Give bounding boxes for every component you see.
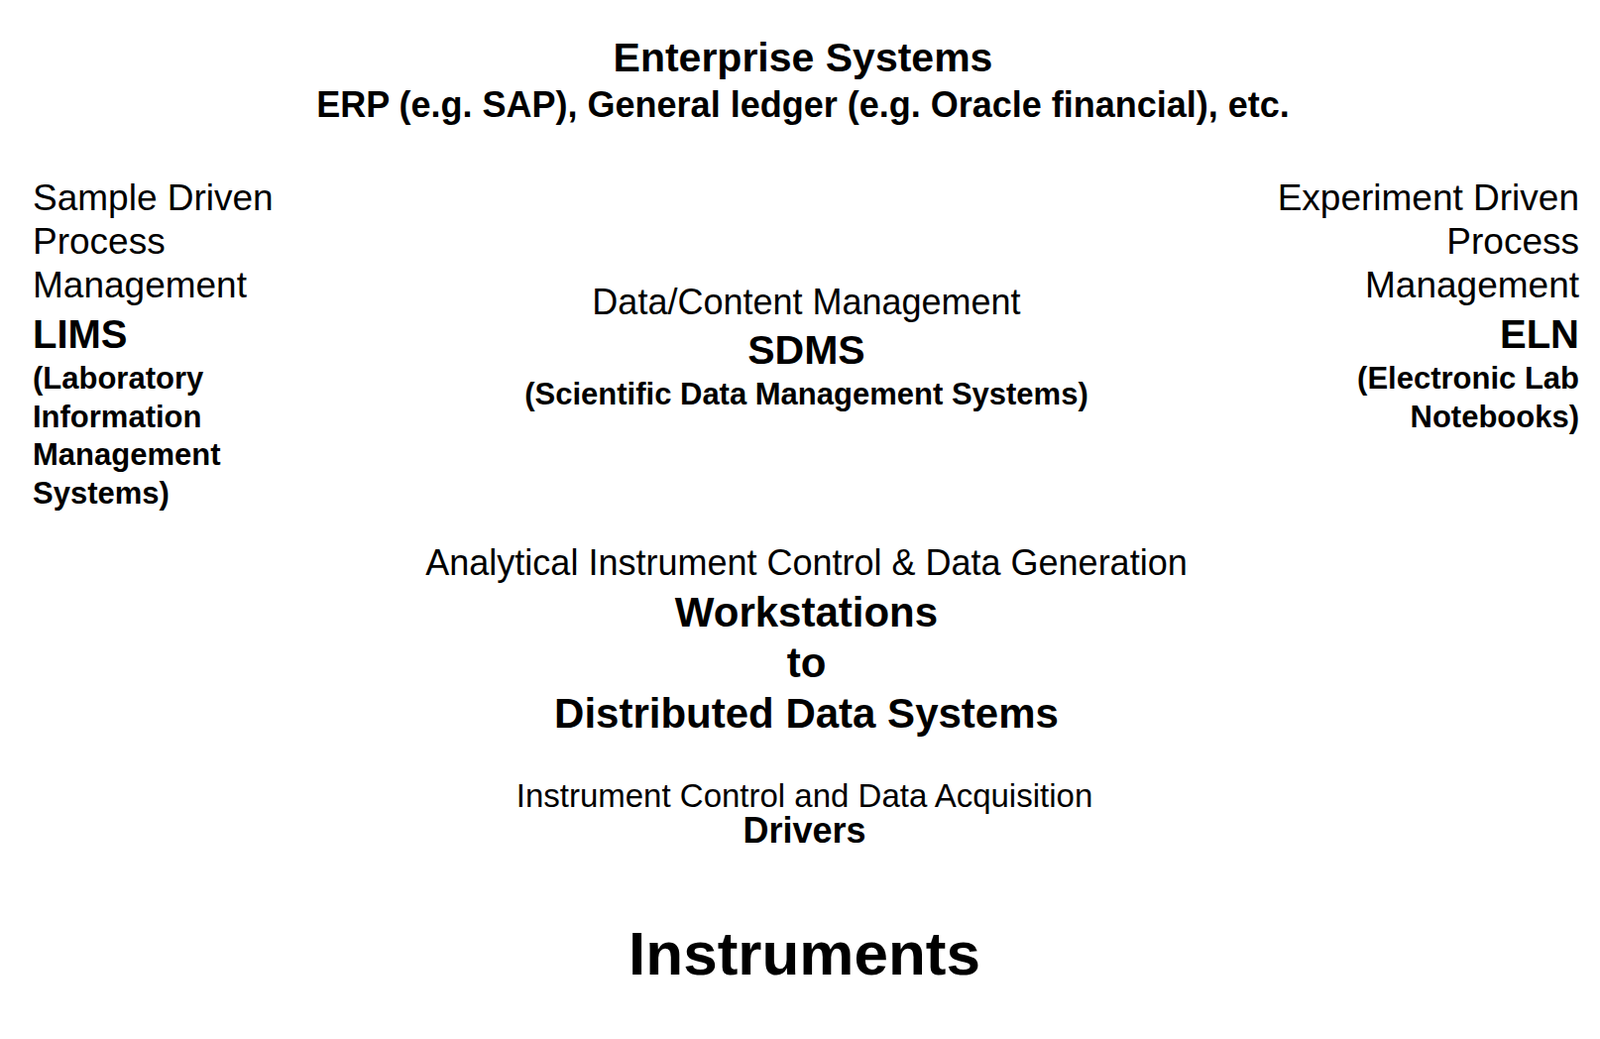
text-slot: (Scientific Data Management Systems) [270, 375, 1343, 414]
instruments-band: Instruments [9, 857, 1600, 1038]
lims-region: Sample Driven Process ManagementLIMS(Lab… [9, 165, 519, 761]
text-line: to [25, 637, 1588, 688]
gc-picture [1338, 864, 1533, 1037]
text-slot: Workstations to Distributed Data Systems [25, 586, 1588, 739]
body-text: LIMS [32, 312, 293, 356]
heading-text: Instruments [9, 918, 1600, 989]
text-slot: Drivers [9, 812, 1600, 849]
sdms-trapezoid-shape [270, 165, 1343, 475]
heading-text: Sample Driven Process Management [32, 176, 293, 308]
text-slot: Data/Content Management [270, 281, 1343, 324]
text-line: Workstations [25, 586, 1588, 638]
eln-region: Experiment Driven Process ManagementELN(… [1079, 165, 1600, 761]
body-text: ELN [1242, 312, 1580, 356]
text-slot: Sample Driven Process Management [32, 176, 293, 308]
text-slot: Analytical Instrument Control & Data Gen… [25, 542, 1588, 584]
body-text: (Scientific Data Management Systems) [270, 375, 1343, 414]
body-text: Drivers [9, 812, 1600, 849]
hplc-picture [71, 859, 255, 1038]
body-text: ERP (e.g. SAP), General ledger (e.g. Ora… [9, 83, 1597, 127]
instruments-band-shape [10, 858, 1600, 1038]
text-slot: SDMS [270, 327, 1343, 373]
text-slot: ELN [1242, 312, 1580, 356]
text-slot: (Laboratory Information Management Syste… [32, 359, 293, 513]
workstations-trapezoid: Analytical Instrument Control & Data Gen… [25, 492, 1588, 756]
heading-text: Data/Content Management [270, 281, 1343, 324]
workstations-trapezoid-shape [25, 492, 1588, 756]
drivers-band: Instrument Control and Data AcquisitionD… [9, 767, 1600, 850]
cabinet-picture [349, 873, 614, 1036]
eln-region-shape [1079, 165, 1600, 761]
body-text: (Electronic Lab Notebooks) [1242, 359, 1580, 437]
text-slot: Experiment Driven Process Management [1242, 176, 1580, 308]
heading-text: Instrument Control and Data Acquisition [9, 778, 1600, 813]
enterprise-band-shape [10, 4, 1597, 151]
analyser-picture [1050, 862, 1254, 1037]
body-text: SDMS [270, 327, 1343, 373]
text-slot: Instruments [9, 918, 1600, 989]
drivers-band-shape [10, 768, 1600, 850]
text-slot: Instrument Control and Data Acquisition [9, 778, 1600, 813]
text-slot: ERP (e.g. SAP), General ledger (e.g. Ora… [9, 83, 1597, 127]
lims-region-shape [9, 165, 519, 761]
text-slot: Enterprise Systems [9, 33, 1597, 82]
body-text: (Laboratory Information Management Syste… [32, 359, 293, 513]
text-slot: LIMS [32, 312, 293, 356]
heading-text: Analytical Instrument Control & Data Gen… [25, 542, 1588, 584]
heading-text: Enterprise Systems [9, 33, 1597, 82]
sdms-trapezoid: Data/Content ManagementSDMS(Scientific D… [270, 165, 1343, 475]
text-slot: (Electronic Lab Notebooks) [1242, 359, 1580, 437]
enterprise-band: Enterprise SystemsERP (e.g. SAP), Genera… [9, 3, 1597, 151]
heading-text: Experiment Driven Process Management [1242, 176, 1580, 308]
body-text: Workstations to Distributed Data Systems [25, 586, 1588, 739]
text-line: Distributed Data Systems [25, 687, 1588, 739]
